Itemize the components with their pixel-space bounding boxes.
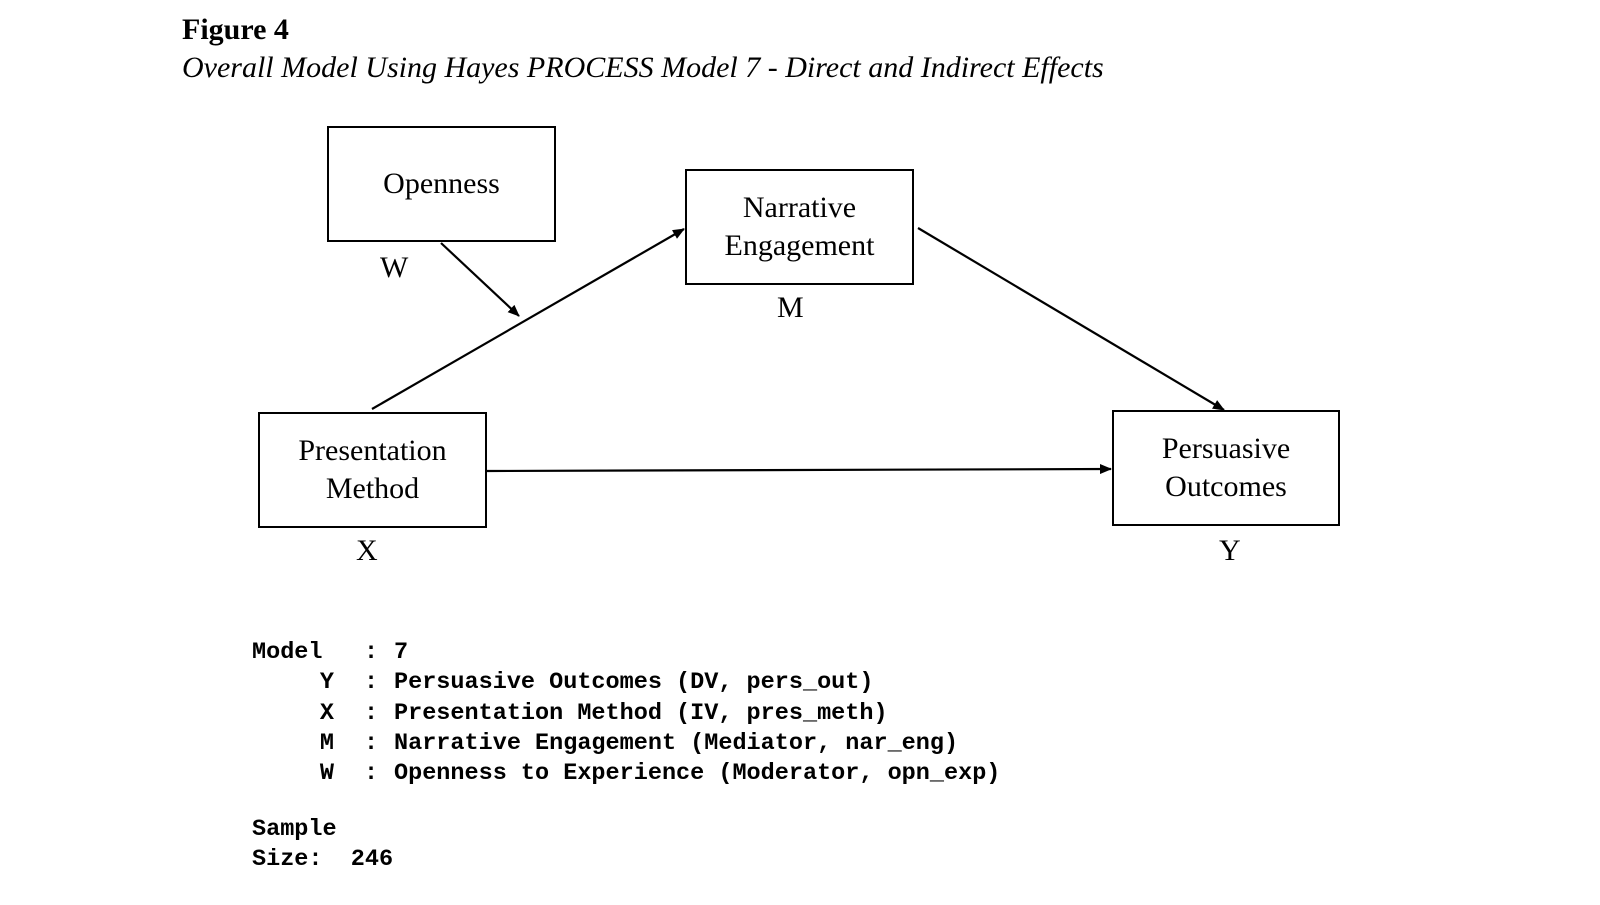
arrow-m-to-y xyxy=(917,227,1225,411)
summary-separator: : xyxy=(364,639,379,666)
figure-label: Figure 4 xyxy=(182,13,289,46)
arrow-x-to-y xyxy=(486,464,1112,475)
summary-key-m: M xyxy=(319,729,334,757)
summary-value-x: Presentation Method (IV, pres_meth) xyxy=(394,699,888,727)
summary-value-model: 7 xyxy=(394,639,409,666)
arrow-x-to-m xyxy=(371,228,685,410)
summary-row-model: Model:7 xyxy=(252,638,1000,668)
node-presentation-method-label: Presentation Method xyxy=(298,434,447,505)
summary-key-x: X xyxy=(319,699,334,727)
summary-separator: : xyxy=(364,760,379,788)
letter-y: Y xyxy=(1219,534,1241,567)
summary-row-x: X: Presentation Method (IV, pres_meth) xyxy=(252,699,1000,729)
node-persuasive-outcomes-label: Persuasive Outcomes xyxy=(1161,432,1291,503)
summary-value-w: Openness to Experience (Moderator, opn_e… xyxy=(394,760,1001,788)
summary-key-model: Model xyxy=(252,639,323,666)
arrow-w-moderation xyxy=(440,242,520,317)
letter-m: M xyxy=(777,291,804,324)
node-narrative-engagement: Narrative Engagement xyxy=(685,169,914,285)
node-persuasive-outcomes: Persuasive Outcomes xyxy=(1112,410,1340,526)
summary-separator: : xyxy=(364,669,379,697)
node-narrative-engagement-label: Narrative Engagement xyxy=(724,191,875,262)
sample-label-line1: Sample xyxy=(252,816,337,843)
node-openness-label: Openness xyxy=(383,167,500,200)
figure-caption: Overall Model Using Hayes PROCESS Model … xyxy=(182,51,1104,84)
summary-row-w: W: Openness to Experience (Moderator, opn… xyxy=(252,759,1001,789)
letter-w: W xyxy=(380,251,409,284)
summary-separator: : xyxy=(364,729,379,757)
path-diagram xyxy=(371,227,1225,475)
letter-x: X xyxy=(356,534,378,567)
summary-key-y: Y xyxy=(319,669,334,697)
model-summary: Model:7 Y:Persuasive Outcomes (DV, pers_… xyxy=(252,638,1000,789)
sample-label-line2: Size: xyxy=(252,846,323,874)
sample-size-block: Sample Size: 246 xyxy=(252,815,393,876)
summary-key-w: W xyxy=(319,760,334,788)
node-presentation-method: Presentation Method xyxy=(258,412,487,528)
sample-size-value: 246 xyxy=(350,846,394,874)
node-openness: Openness xyxy=(327,126,556,242)
summary-value-m: Narrative Engagement (Mediator, nar_eng) xyxy=(394,729,959,757)
summary-row-m: M: Narrative Engagement (Mediator, nar_en… xyxy=(252,729,1000,759)
summary-row-y: Y: Persuasive Outcomes (DV, pers_out) xyxy=(252,668,1000,698)
summary-separator: : xyxy=(364,699,379,727)
summary-value-y: Persuasive Outcomes (DV, pers_out) xyxy=(394,669,874,697)
